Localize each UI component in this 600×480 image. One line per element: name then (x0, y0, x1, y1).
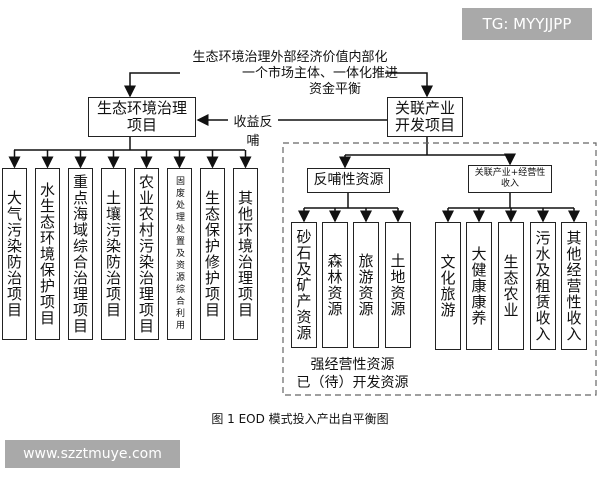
income-item-box: 其他经营性收入 (561, 222, 587, 350)
operating-resource-region (282, 142, 597, 396)
eco-governance-box: 生态环境治理项目 (88, 97, 196, 137)
top-note: 生态环境治理外部经济价值内部化 一个市场主体、一体化推进 资金平衡 (150, 50, 430, 98)
related-industry-box: 关联产业开发项目 (387, 97, 463, 137)
income-group-box: 关联产业+经营性收入 (468, 165, 552, 193)
income-item-box: 大健康康养 (466, 222, 492, 350)
governance-item-box: 农业农村污染治理项目 (134, 168, 159, 340)
top-note-line: 生态环境治理外部经济价值内部化 (192, 50, 388, 65)
governance-item-box: 土壤污染防治项目 (101, 168, 126, 340)
income-item-box: 生态农业 (498, 222, 524, 350)
resource-group-box: 反哺性资源 (307, 168, 390, 193)
governance-item-box: 水生态环境保护项目 (35, 168, 60, 340)
governance-item-box: 其他环境治理项目 (233, 168, 258, 340)
income-item-box: 污水及租赁收入 (530, 222, 556, 350)
resource-item-box: 森林资源 (322, 222, 348, 348)
site-watermark: www.szztmuye.com (5, 440, 180, 468)
top-note-line: 一个市场主体、一体化推进 (241, 66, 398, 81)
resource-item-box: 砂石及矿产资源 (291, 222, 317, 348)
top-note-line: 资金平衡 (308, 82, 361, 97)
region-label-line: 强经营性资源 (310, 357, 395, 373)
resource-item-box: 旅游资源 (353, 222, 379, 348)
figure-caption: 图 1 EOD 模式投入产出自平衡图 (211, 412, 389, 426)
region-label-line: 已（待）开发资源 (296, 375, 409, 391)
region-label: 强经营性资源 已（待）开发资源 (290, 356, 415, 392)
tg-watermark: TG: MYYJJPP (462, 8, 592, 40)
feedback-label: 收益反哺 (228, 111, 278, 149)
governance-item-box: 固废处理处置及资源综合利用 (167, 168, 192, 340)
governance-item-box: 大气污染防治项目 (2, 168, 27, 340)
governance-item-box: 重点海域综合治理项目 (68, 168, 93, 340)
resource-item-box: 土地资源 (385, 222, 411, 348)
governance-item-box: 生态保护修护项目 (200, 168, 225, 340)
income-item-box: 文化旅游 (435, 222, 461, 350)
